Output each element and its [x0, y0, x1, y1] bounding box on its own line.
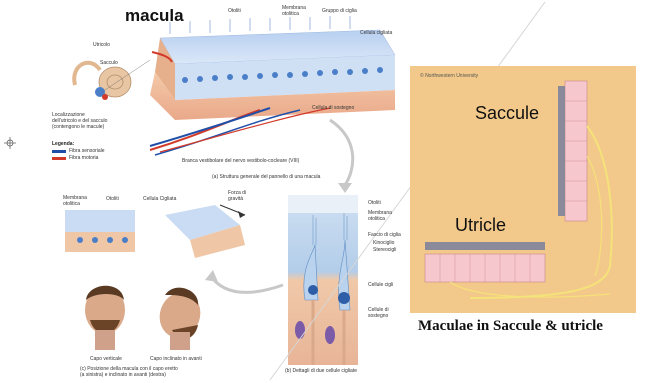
label-cellule-cigl: Cellule cigli [368, 282, 393, 288]
legend-sensory-label: Fibra sensoriale [69, 148, 105, 154]
legend-motor-row: Fibra motoria [52, 155, 98, 161]
legend-sensory-swatch [52, 150, 66, 153]
legend-motor-swatch [52, 157, 66, 160]
label-cellula-cigliata-top: Cellula cigliata [360, 30, 392, 36]
legend-motor-label: Fibra motoria [69, 155, 98, 161]
label-forza-gravita: Forza di gravità [228, 190, 252, 202]
label-otoliti-top: Otoliti [228, 8, 241, 14]
label-cellula-sostegno-top: Cellula di sostegno [312, 105, 354, 111]
label-localizzazione: Localizzazione dell'utricolo e del saccu… [52, 112, 110, 130]
right-panel-caption: Maculae in Saccule & utricle [418, 318, 603, 335]
image-credit: © Northwestern University [420, 73, 478, 79]
saccule-label: Saccule [475, 103, 539, 124]
label-fascio-ciglia: Fascio di ciglia [368, 232, 401, 238]
inner-ear-illustration [74, 60, 150, 100]
label-sacculo: Sacculo [100, 60, 118, 66]
label-cellule-sostegno-detail: Cellule di sostegno [368, 307, 394, 319]
hair-cell-detail [288, 195, 358, 365]
label-stereocigli: Stereocigli [373, 247, 396, 253]
label-kinociglio: Kinociglio [373, 240, 394, 246]
crosshair-marker [4, 137, 16, 149]
label-branca-vestibolare: Branca vestibolare del nervo vestibolo-c… [182, 158, 299, 164]
head-upright [85, 286, 125, 350]
label-otoliti-bottom: Otoliti [106, 196, 119, 202]
macula-title: macula [125, 6, 184, 26]
legend-sensory-row: Fibra sensoriale [52, 148, 105, 154]
label-gruppo-ciglia: Gruppo di ciglia [322, 8, 357, 14]
arrow-head-left [205, 270, 218, 282]
arrow-head-down [338, 183, 352, 193]
caption-c: (c) Posizione della macula con il capo e… [80, 366, 180, 378]
label-membrana-top: Membrana otolitica [282, 5, 314, 17]
label-capo-verticale: Capo verticale [90, 356, 122, 362]
label-otoliti-detail: Otoliti [368, 200, 381, 206]
label-cellula-cigliata-bottom: Cellula Cigliata [143, 196, 176, 202]
utricle-label: Utricle [455, 215, 506, 236]
legend-title: Legenda: [52, 141, 74, 147]
caption-a: (a) Struttura generale del pannello di u… [212, 174, 320, 180]
macula-3d-block [150, 16, 395, 155]
head-tilted [153, 287, 206, 350]
label-capo-inclinato: Capo inclinato in avanti [150, 356, 202, 362]
label-membrana-bottom: Membrana otolitica [63, 195, 89, 207]
caption-b: (b) Dettagli di due cellule cigliate [285, 368, 357, 374]
macula-upright-view [65, 210, 135, 252]
macula-tilted-view [165, 205, 245, 258]
label-membrana-detail: Membrana otolitica [368, 210, 396, 222]
label-utricolo: Utricolo [93, 42, 110, 48]
